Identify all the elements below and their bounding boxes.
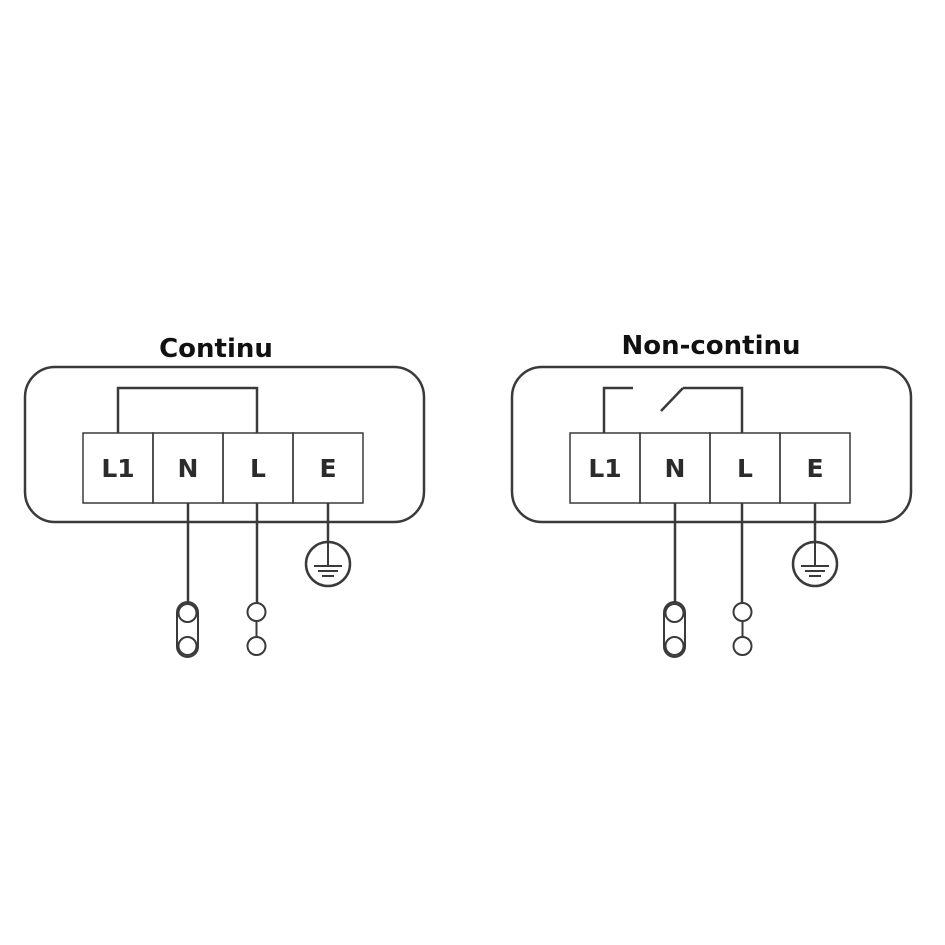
diagram-title: Continu <box>159 334 273 364</box>
terminal-label: E <box>806 454 823 483</box>
neutral-link-icon <box>663 601 686 658</box>
terminal-label: L1 <box>101 454 134 483</box>
diagram-continu: Continu L1 N L E <box>23 334 426 658</box>
terminal-label: N <box>665 454 686 483</box>
diagram-non-continu: Non-continu L1 N L E <box>510 331 913 658</box>
terminal-label: E <box>319 454 336 483</box>
terminal-label: L1 <box>588 454 621 483</box>
enclosure-outline <box>23 365 426 524</box>
contact-icon <box>732 636 753 656</box>
line-wire <box>732 503 753 656</box>
terminal-label: L <box>250 454 266 483</box>
earth-wire <box>791 503 839 588</box>
neutral-wire <box>663 503 686 658</box>
terminal-block: L1 N L E <box>569 432 851 504</box>
contact-icon <box>246 602 267 622</box>
ground-icon <box>304 540 352 588</box>
terminal-block: L1 N L E <box>82 432 364 504</box>
neutral-wire <box>176 503 199 658</box>
terminal-label: L <box>737 454 753 483</box>
contact-icon <box>732 602 753 622</box>
earth-wire <box>304 503 352 588</box>
contact-icon <box>246 636 267 656</box>
ground-icon <box>791 540 839 588</box>
neutral-link-icon <box>176 601 199 658</box>
line-wire <box>246 503 267 656</box>
terminal-label: N <box>178 454 199 483</box>
diagram-title: Non-continu <box>621 331 800 361</box>
bridge-link <box>116 386 259 433</box>
enclosure-outline <box>510 365 913 524</box>
switch-icon <box>602 386 744 433</box>
